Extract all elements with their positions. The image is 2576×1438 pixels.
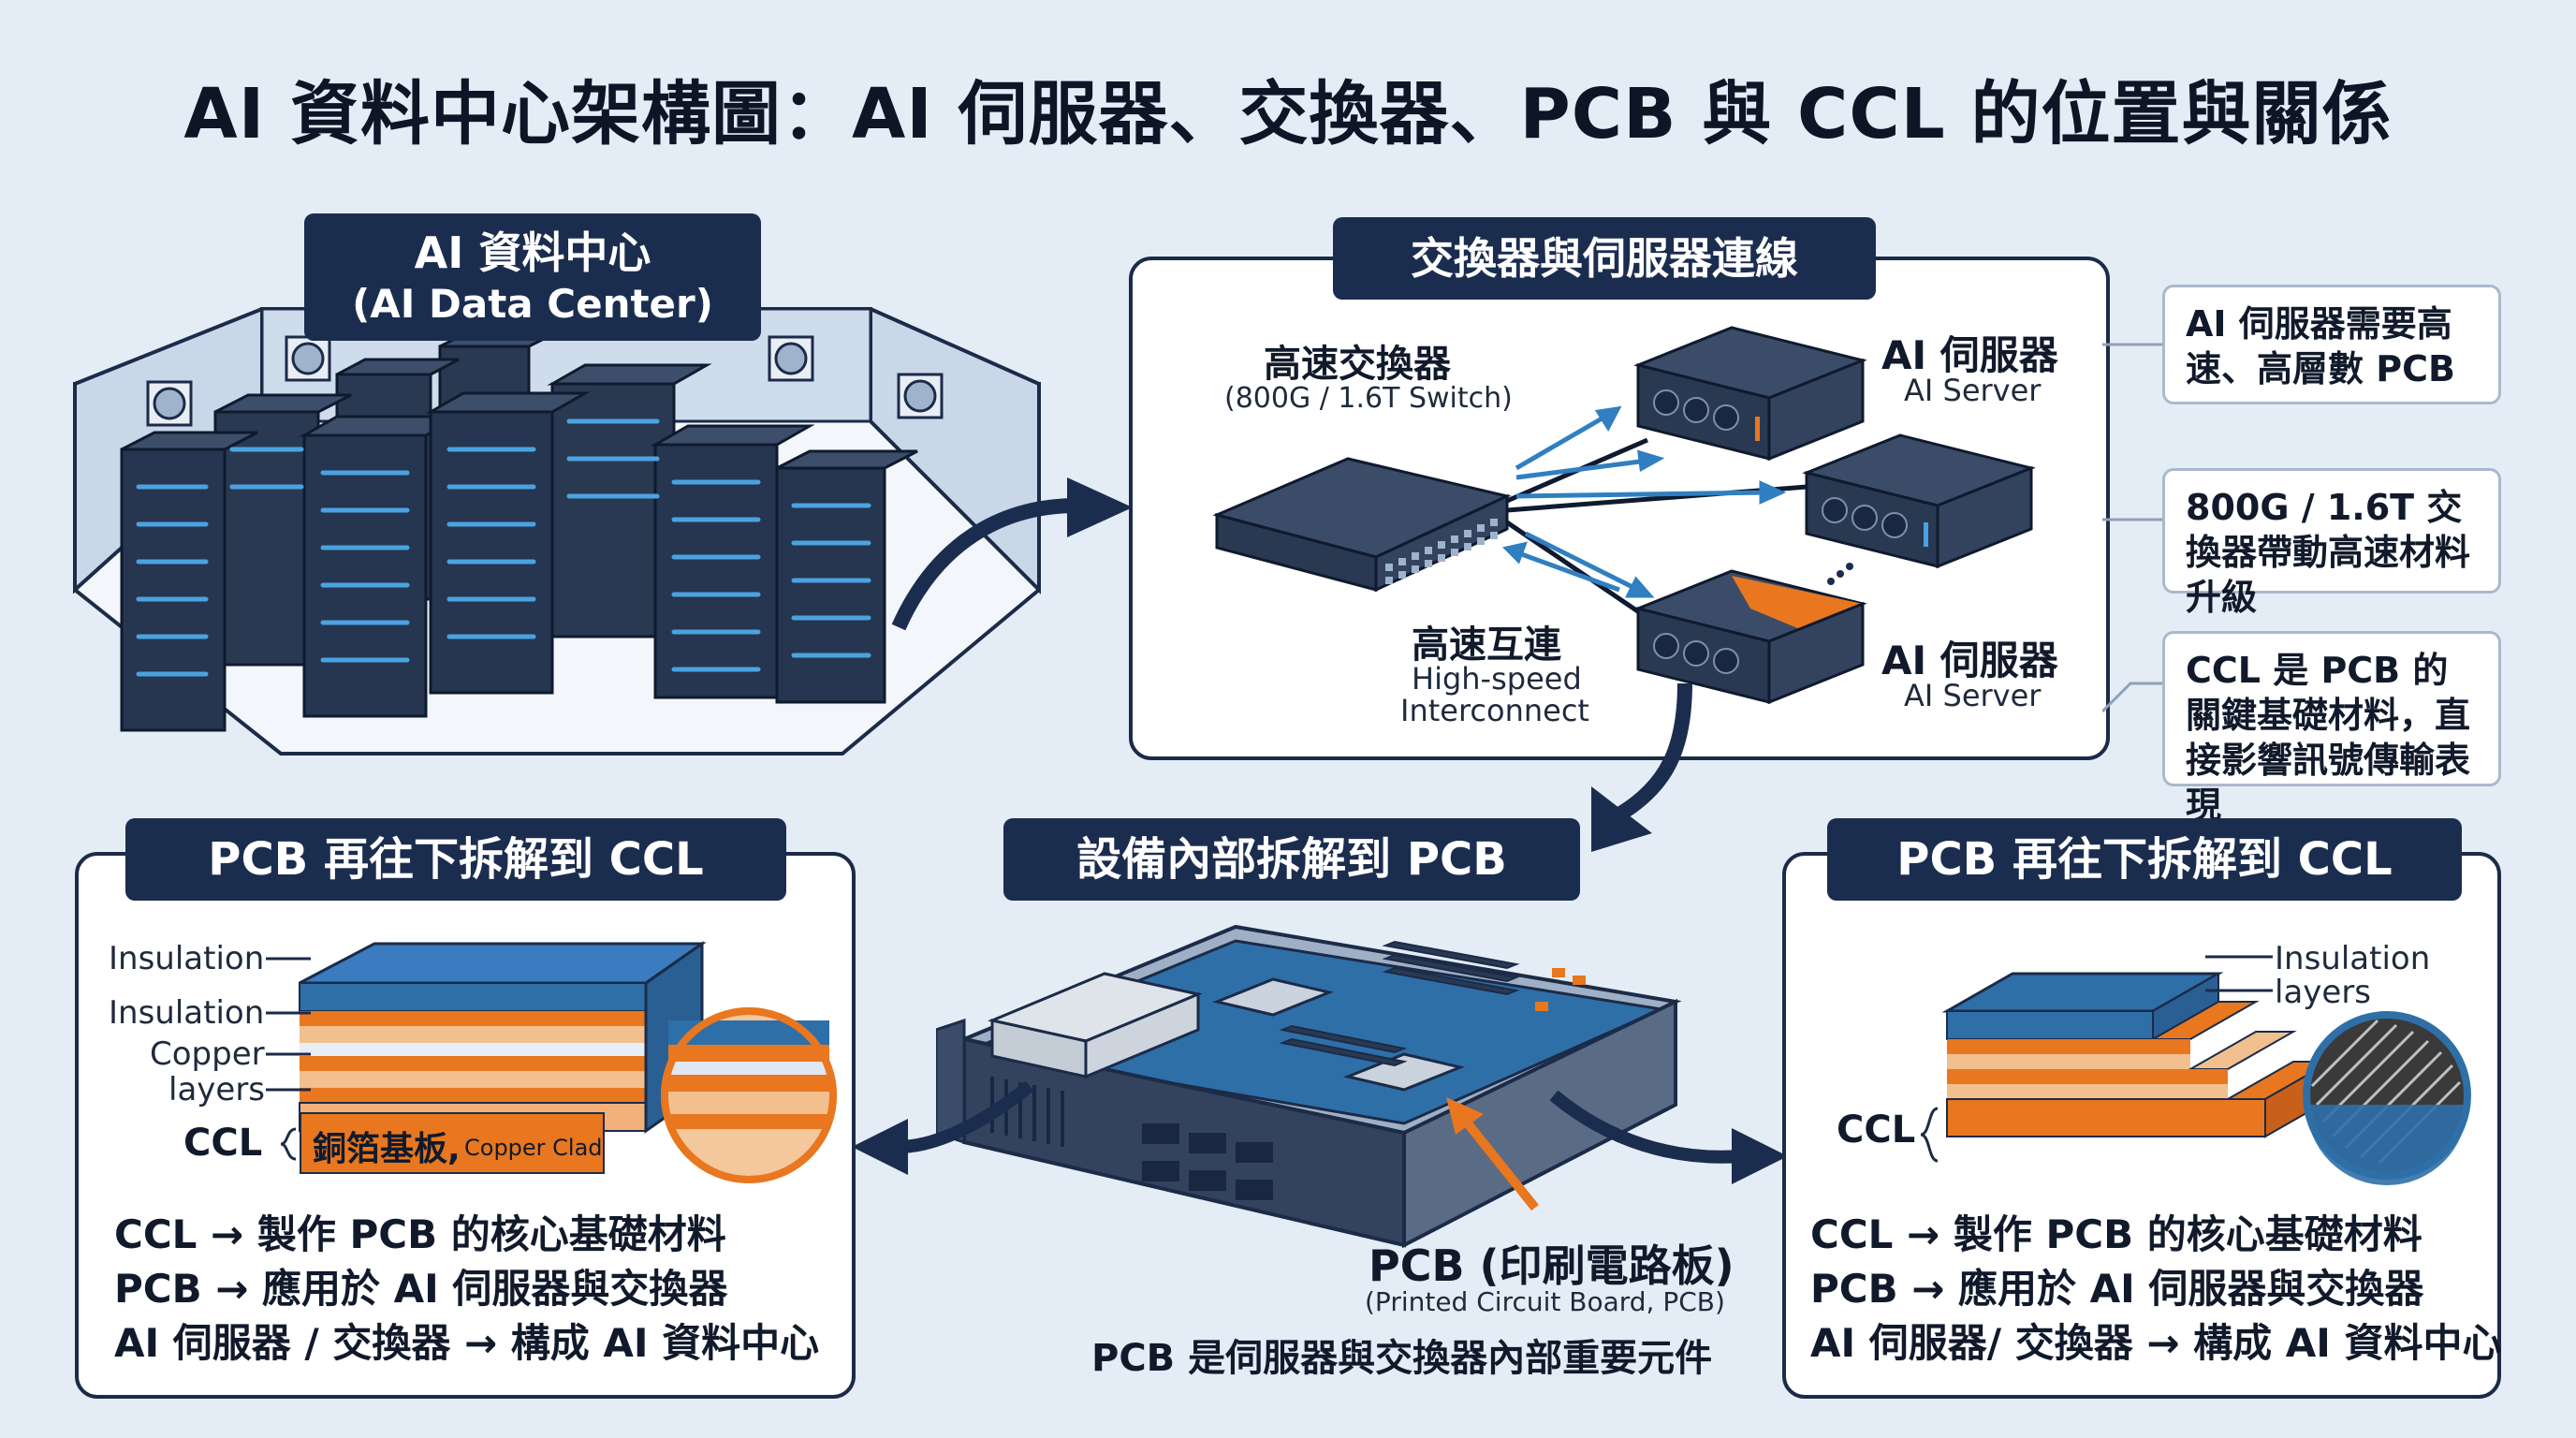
switch-label-zh: 高速交換器 (1264, 343, 1451, 386)
server-chassis-illustration (936, 924, 1682, 1249)
right-insulation-label-1: Insulation (2275, 940, 2431, 977)
interconnect-label-zh: 高速互連 (1412, 624, 1561, 667)
right-summary-line: CCL → 製作 PCB 的核心基礎材料 (1810, 1211, 2422, 1257)
network-panel-header: 交換器與伺服器連線 (1333, 217, 1876, 300)
page-title: AI 資料中心架構圖：AI 伺服器、交換器、PCB 與 CCL 的位置與關係 (183, 74, 2393, 154)
server-bottom-label-en: AI Server (1904, 678, 2042, 713)
pcb-label-en: (Printed Circuit Board, PCB) (1365, 1286, 1725, 1317)
right-summary: CCL → 製作 PCB 的核心基礎材料 PCB → 應用於 AI 伺服器與交換… (1810, 1208, 2502, 1371)
left-summary: CCL → 製作 PCB 的核心基礎材料 PCB → 應用於 AI 伺服器與交換… (114, 1208, 819, 1371)
left-copper-label-1: Copper (150, 1035, 265, 1073)
magnifier-icon (2303, 1011, 2471, 1185)
right-summary-line: AI 伺服器/ 交換器 → 構成 AI 資料中心 (1810, 1320, 2502, 1366)
network-illustration (1212, 326, 2036, 705)
pcb-label-zh: PCB (印刷電路板) (1368, 1240, 1734, 1291)
copper-clad-label-zh: 銅箔基板, (313, 1130, 461, 1168)
left-summary-line: PCB → 應用於 AI 伺服器與交換器 (114, 1266, 728, 1312)
server-top-label-zh: AI 伺服器 (1881, 332, 2058, 378)
note-ccl-signal: CCL 是 PCB 的關鍵基礎材料，直接影響訊號傳輸表現 (2162, 631, 2501, 826)
flow-arrow-icon (891, 477, 1133, 631)
fan-icon (146, 335, 944, 427)
flow-arrow-icon (1591, 682, 1692, 852)
datacenter-label: AI 資料中心 (AI Data Center) (304, 213, 761, 341)
note-server-pcb: AI 伺服器需要高速、高層數 PCB (2162, 285, 2501, 404)
datacenter-label-en: (AI Data Center) (352, 281, 713, 327)
right-ccl-brace (1920, 1107, 1939, 1163)
magnifier-icon (661, 1007, 837, 1183)
copper-clad-bar: 銅箔基板, Copper Clad (300, 1112, 605, 1174)
left-summary-line: CCL → 製作 PCB 的核心基礎材料 (114, 1211, 726, 1257)
interconnect-label-en1: High-speed (1412, 661, 1582, 697)
left-insulation-label-1: Insulation (109, 940, 265, 977)
network-switch-icon (1212, 457, 1512, 593)
ai-server-icon (1802, 433, 2036, 569)
flow-arrow-icon (1549, 1090, 1788, 1184)
note-connectors (2102, 343, 2164, 713)
left-insulation-label-2: Insulation (109, 994, 265, 1032)
copper-clad-label-en: Copper Clad (464, 1135, 603, 1161)
server-bottom-label-zh: AI 伺服器 (1881, 638, 2058, 683)
server-top-label-en: AI Server (1904, 373, 2042, 408)
right-panel-header: PCB 再往下拆解到 CCL (1827, 818, 2462, 901)
center-panel-header: 設備內部拆解到 PCB (1003, 818, 1580, 901)
right-insulation-label-2: layers (2275, 974, 2372, 1011)
right-ccl-label: CCL (1837, 1108, 1916, 1152)
left-ccl-label: CCL (183, 1122, 263, 1165)
interconnect-label-en2: Interconnect (1400, 693, 1589, 728)
ai-server-icon (1633, 326, 1867, 462)
right-summary-line: PCB → 應用於 AI 伺服器與交換器 (1810, 1266, 2424, 1312)
left-copper-label-2: layers (168, 1071, 266, 1108)
flow-arrow-icon (852, 1080, 1034, 1175)
left-summary-line: AI 伺服器 / 交換器 → 構成 AI 資料中心 (114, 1320, 820, 1366)
datacenter-label-zh: AI 資料中心 (414, 227, 651, 278)
left-leader-lines (266, 957, 311, 1161)
right-leader-lines (2205, 955, 2273, 992)
note-switch-material: 800G / 1.6T 交換器帶動高速材料升級 (2162, 468, 2501, 618)
switch-label-en: (800G / 1.6T Switch) (1224, 382, 1513, 415)
pcb-caption: PCB 是伺服器與交換器內部重要元件 (1091, 1337, 1713, 1380)
left-panel-header: PCB 再往下拆解到 CCL (125, 818, 786, 901)
right-ccl-layer-stack (1941, 972, 2471, 1185)
cpu-chip-icon (1212, 977, 1465, 1092)
ai-server-icon (1633, 569, 1867, 705)
